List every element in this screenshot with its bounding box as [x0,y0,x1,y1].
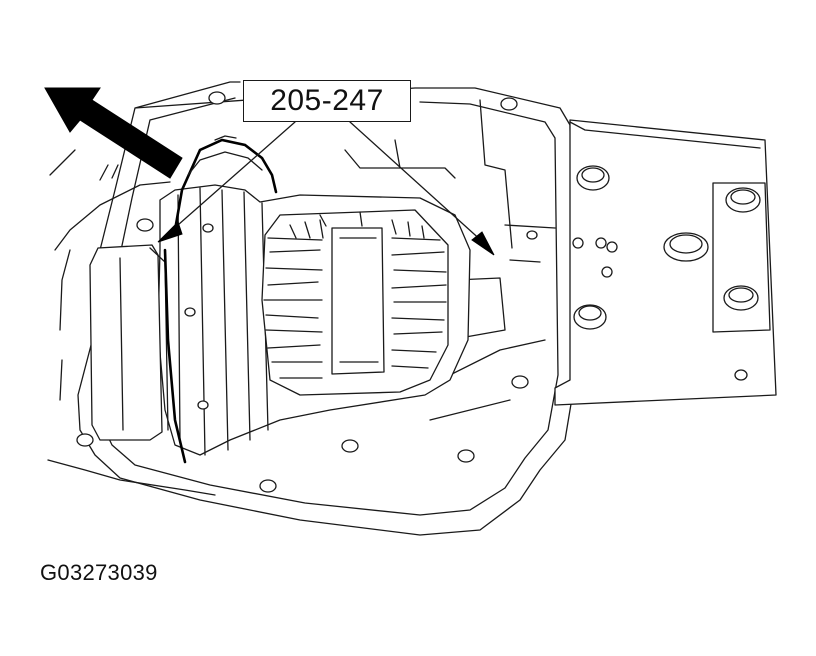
large-indicator-arrow [44,87,183,179]
carrier-bearing [89,244,169,441]
callout-leader-lines [157,121,495,256]
tool-outline [163,135,278,464]
differential-gear-window [261,209,449,396]
tool-number-callout: 205-247 [243,80,411,122]
figure-id-label: G03273039 [40,560,158,585]
mounting-plate [554,119,777,406]
